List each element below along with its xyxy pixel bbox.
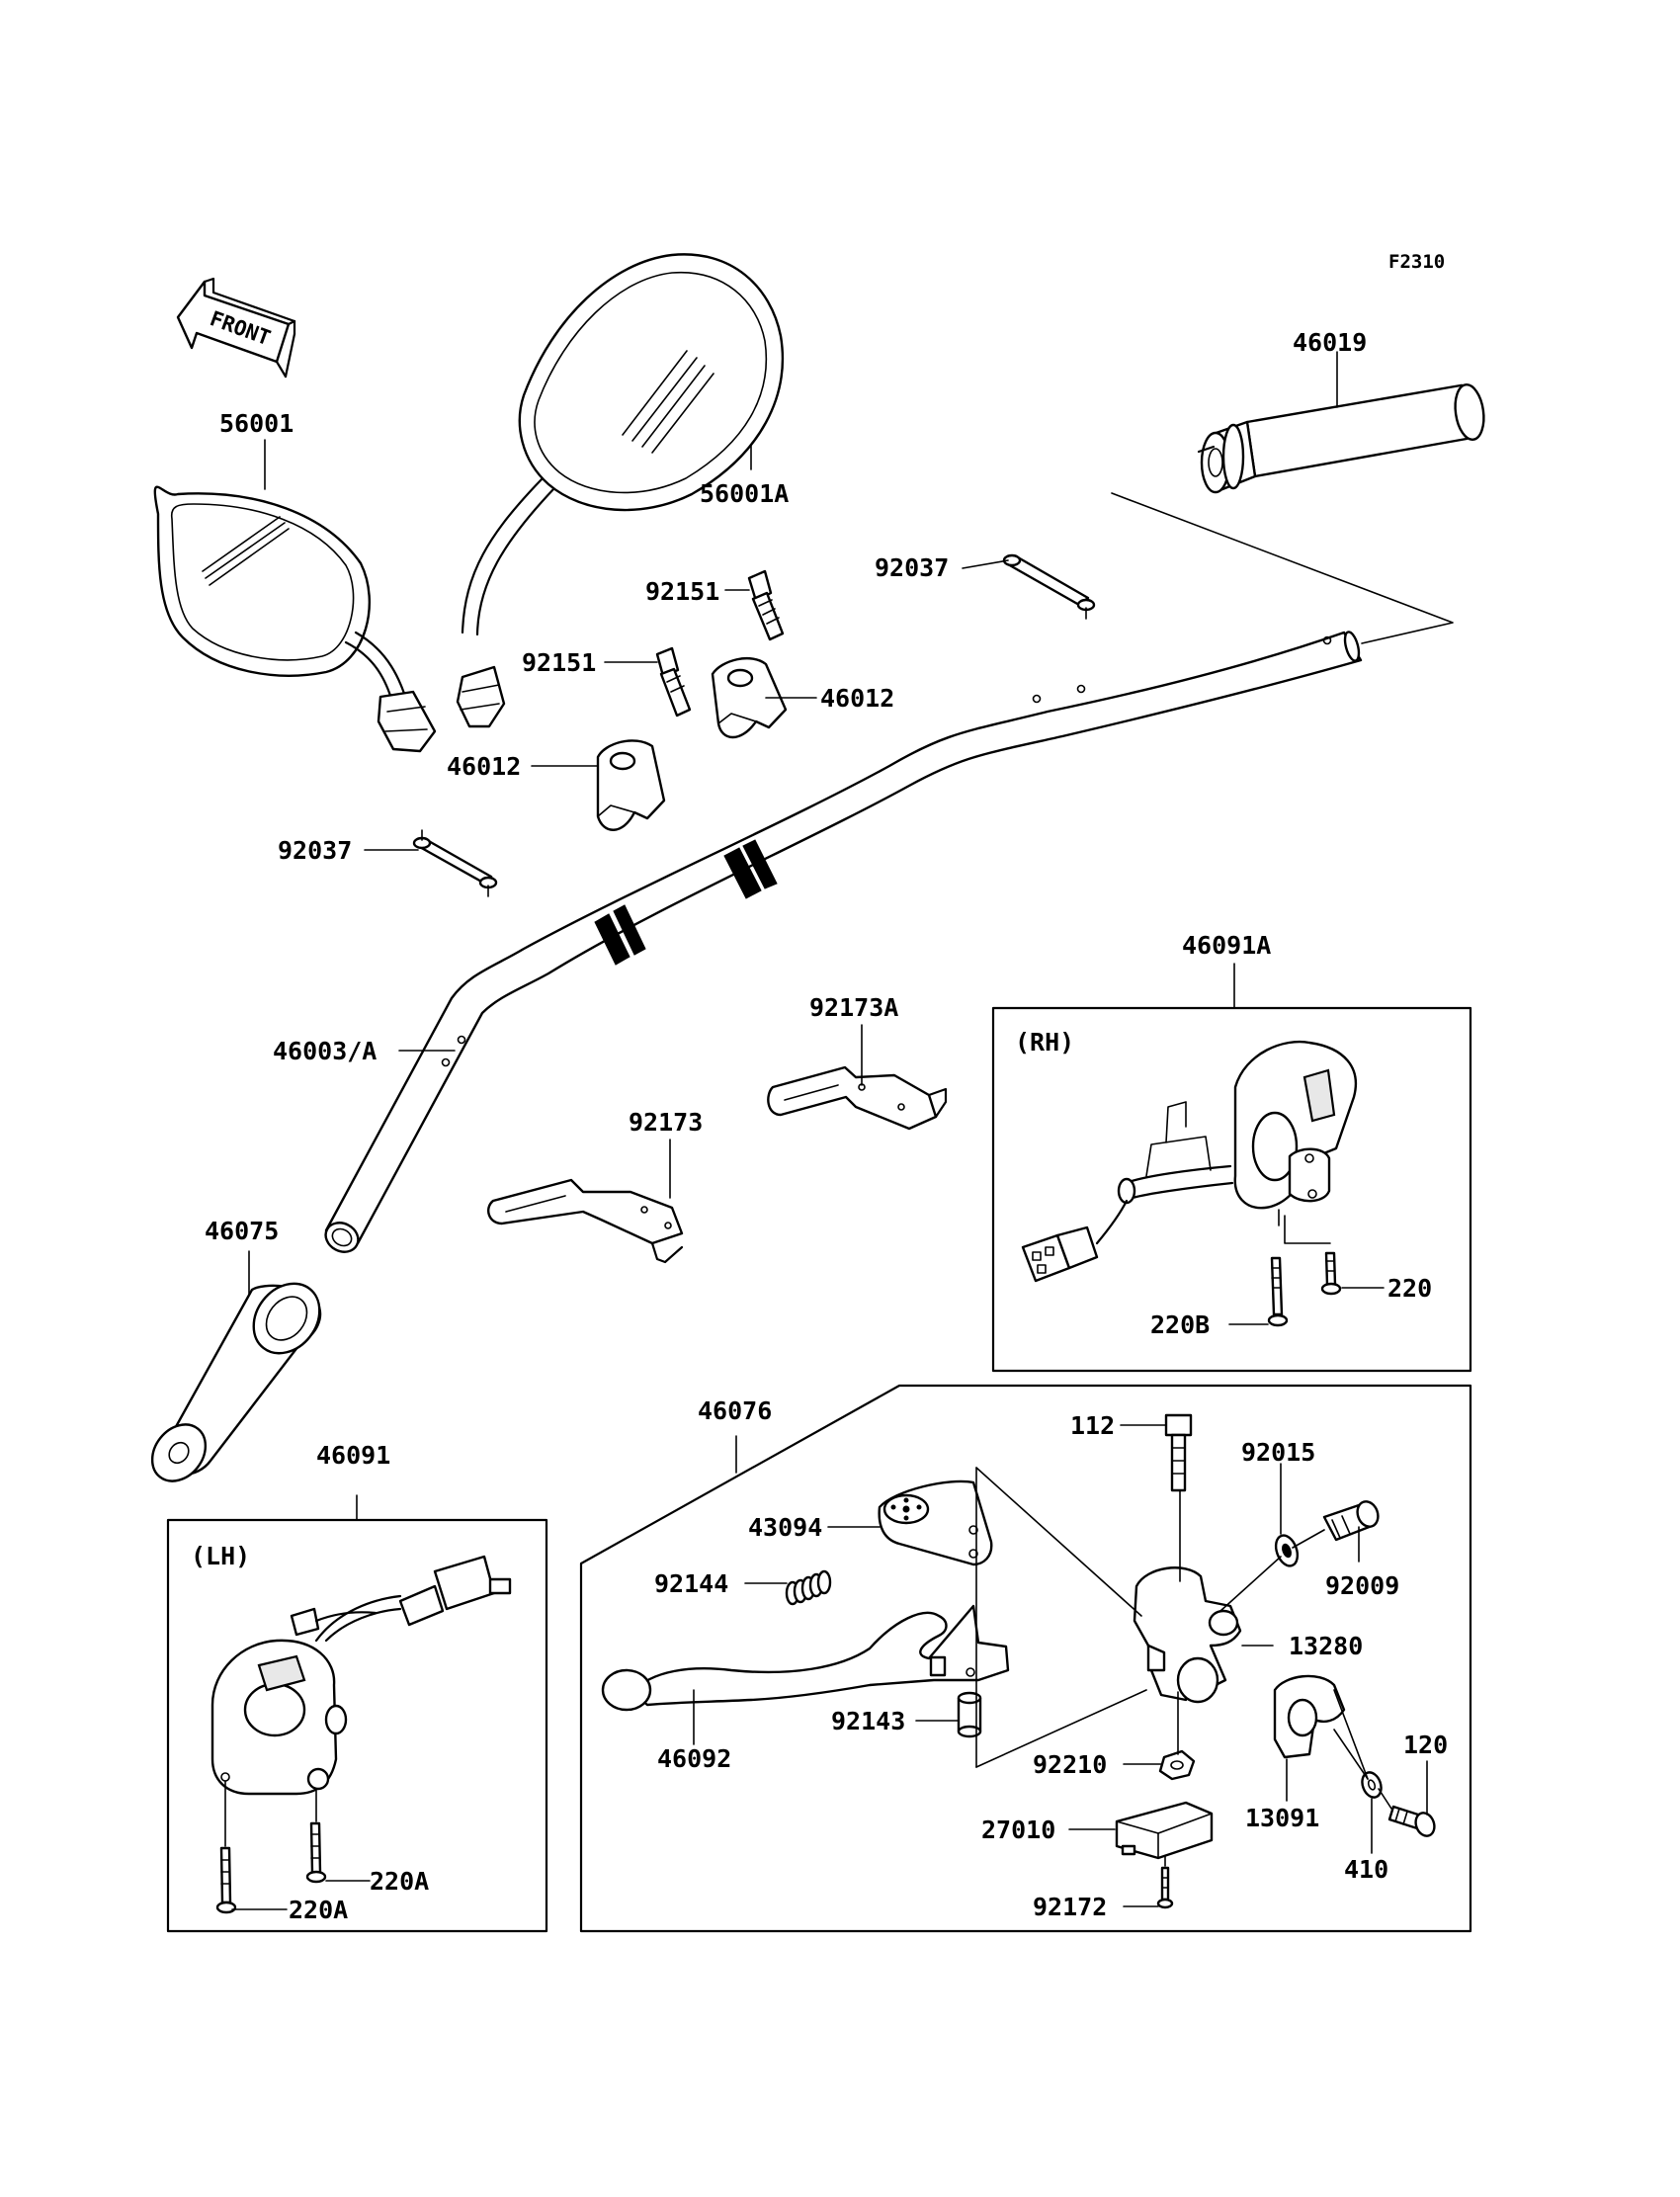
bushing-92143 — [957, 1691, 982, 1738]
clutch-switch-27010 — [1115, 1801, 1214, 1860]
bracket-92173a — [767, 1065, 948, 1131]
lh-switch-housing — [210, 1555, 512, 1796]
label-410: 410 — [1344, 1855, 1388, 1884]
label-92173: 92173 — [629, 1108, 703, 1137]
label-92015: 92015 — [1241, 1438, 1315, 1467]
screw-220a-a — [215, 1846, 237, 1914]
front-arrow-icon: FRONT — [176, 277, 296, 379]
pivot-bolt-112 — [1164, 1413, 1193, 1492]
lh-box-label: (LH) — [191, 1542, 250, 1570]
label-46003a: 46003/A — [273, 1037, 377, 1065]
label-92144: 92144 — [654, 1569, 728, 1598]
rh-screw-leader-2 — [1284, 1215, 1331, 1244]
label-92009: 92009 — [1325, 1571, 1399, 1600]
mirror-right — [456, 253, 785, 728]
nut-92210 — [1158, 1749, 1196, 1781]
label-92172: 92172 — [1033, 1893, 1107, 1921]
label-46012-b: 46012 — [447, 752, 521, 781]
label-92037-left: 92037 — [278, 836, 352, 865]
spring-92144 — [785, 1569, 832, 1606]
label-56001a: 56001A — [700, 479, 789, 508]
label-13091: 13091 — [1245, 1804, 1319, 1832]
label-92151-b: 92151 — [522, 648, 596, 677]
label-92037-top: 92037 — [875, 553, 949, 582]
label-120: 120 — [1403, 1731, 1448, 1759]
label-220b: 220B — [1150, 1310, 1210, 1339]
wire-clamp-top — [1002, 553, 1096, 620]
label-92143: 92143 — [831, 1707, 905, 1735]
throttle-grip — [1197, 383, 1485, 494]
washer-410 — [1361, 1771, 1383, 1799]
mirror-left — [153, 485, 437, 753]
label-13280: 13280 — [1289, 1632, 1363, 1660]
label-27010: 27010 — [981, 1816, 1055, 1844]
screw-92009 — [1322, 1500, 1380, 1542]
left-grip — [150, 1282, 322, 1482]
adjuster-43094 — [878, 1479, 993, 1566]
label-46075: 46075 — [205, 1217, 279, 1245]
label-92173a: 92173A — [809, 993, 898, 1022]
clutch-lever-box — [579, 1384, 1472, 1933]
label-43094: 43094 — [748, 1513, 822, 1542]
label-46019: 46019 — [1293, 328, 1367, 357]
label-46091: 46091 — [316, 1441, 390, 1470]
label-46091a: 46091A — [1182, 931, 1271, 960]
clutch-lever — [601, 1604, 1010, 1712]
clutch-assembly-lines — [975, 1467, 1392, 1867]
rh-box-label: (RH) — [1015, 1028, 1074, 1056]
bolt-120 — [1387, 1805, 1436, 1837]
bolt-92151-b — [655, 646, 692, 718]
holder-46012-lower — [596, 739, 666, 831]
label-220: 220 — [1387, 1274, 1432, 1303]
part-labels: 56001 56001A 46019 92037 92151 92151 460… — [205, 328, 1448, 1924]
label-56001: 56001 — [219, 409, 294, 438]
rh-switch-housing — [1021, 1040, 1357, 1283]
label-112: 112 — [1070, 1411, 1115, 1440]
bracket-92173 — [487, 1178, 684, 1264]
handlebar — [324, 631, 1363, 1253]
lever-holder-13280 — [1133, 1566, 1242, 1704]
screw-220a-b — [305, 1821, 327, 1884]
label-220a-b: 220A — [289, 1896, 348, 1924]
leader-lines — [231, 351, 1428, 1910]
label-92151-a: 92151 — [645, 577, 719, 606]
screw-92172 — [1156, 1866, 1174, 1909]
clamp-13091 — [1273, 1674, 1346, 1759]
bolt-92151-a — [747, 569, 785, 641]
figure-code: F2310 — [1388, 251, 1445, 273]
rh-switch-box — [991, 1006, 1472, 1373]
holder-46012-upper — [711, 656, 788, 739]
screw-220 — [1320, 1251, 1342, 1296]
label-46092: 46092 — [657, 1744, 731, 1773]
label-46076: 46076 — [698, 1396, 772, 1425]
screw-220b — [1267, 1256, 1289, 1327]
label-92210: 92210 — [1033, 1750, 1107, 1779]
label-46012-a: 46012 — [820, 684, 894, 713]
grip-leader — [1111, 492, 1454, 644]
wire-clamp-left — [412, 829, 498, 897]
label-220a-a: 220A — [370, 1867, 429, 1896]
